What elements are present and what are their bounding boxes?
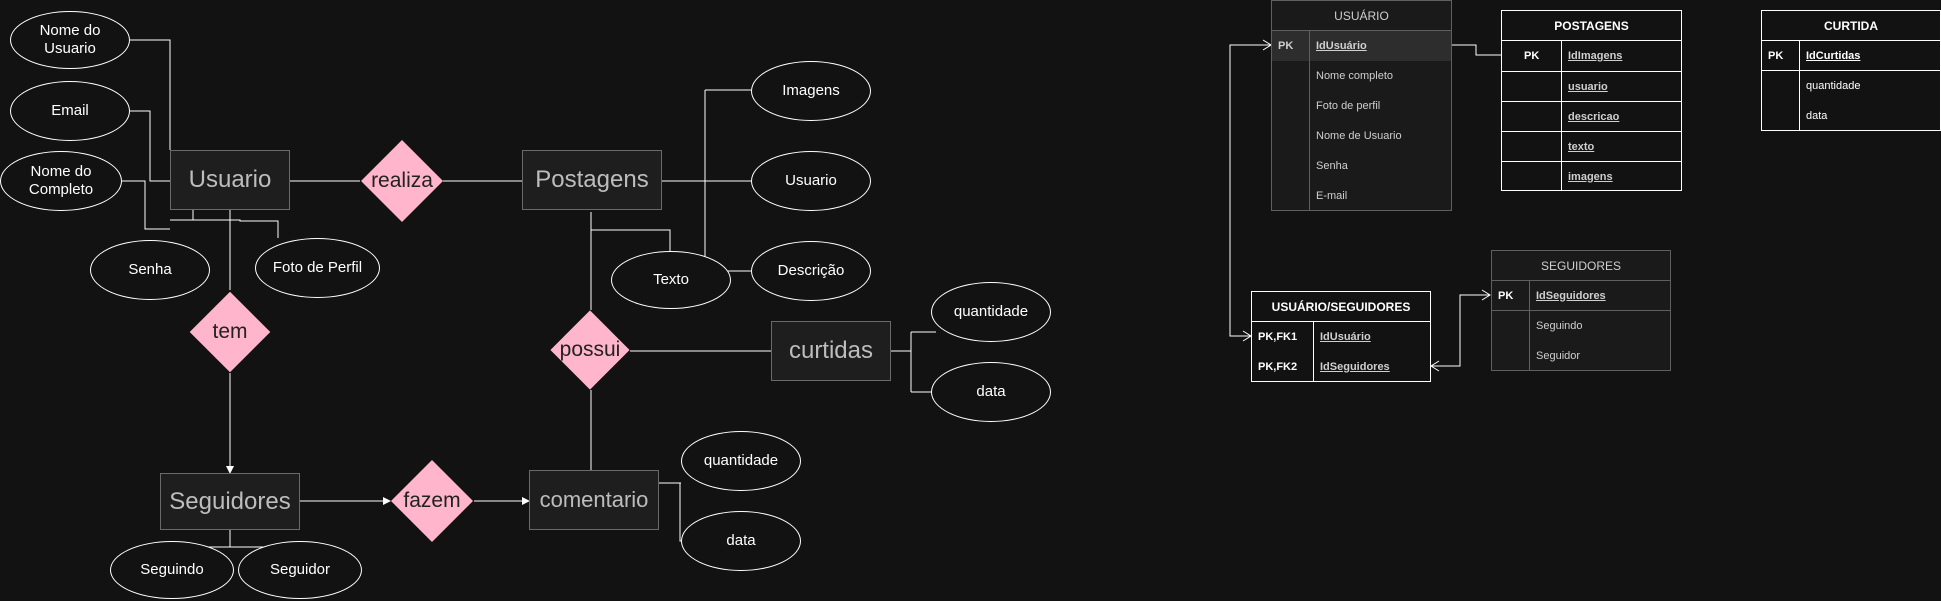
- entity-curtidas[interactable]: curtidas: [771, 321, 891, 381]
- field-cell: usuario: [1568, 80, 1608, 93]
- field-cell: descricao: [1568, 110, 1620, 123]
- attribute-texto[interactable]: Texto: [611, 251, 731, 309]
- attribute-seguindo[interactable]: Seguindo: [110, 541, 234, 599]
- key-cell: [1272, 121, 1310, 151]
- pk-field: IdUsuário: [1316, 40, 1367, 52]
- relationship-possui[interactable]: possui: [550, 310, 630, 390]
- table-row[interactable]: imagens: [1502, 161, 1681, 191]
- key-cell: PK,FK2: [1252, 352, 1314, 382]
- attribute-foto-de-perfil[interactable]: Foto de Perfil: [255, 238, 380, 298]
- field-cell: Senha: [1316, 160, 1348, 172]
- table-row-pk[interactable]: PK IdCurtidas: [1762, 41, 1940, 71]
- pk-label: PK: [1492, 281, 1530, 310]
- relationship-label: tem: [212, 319, 248, 343]
- table-title: USUÁRIO: [1272, 1, 1451, 31]
- table-row-pk[interactable]: PK IdImagens: [1502, 41, 1681, 71]
- table-seguidores[interactable]: SEGUIDORES PK IdSeguidores Seguindo Segu…: [1491, 250, 1671, 371]
- key-cell: [1272, 181, 1310, 211]
- relationship-label: fazem: [403, 489, 461, 512]
- table-row[interactable]: quantidade: [1762, 71, 1940, 101]
- attribute-nome-do-completo[interactable]: Nome do Completo: [0, 151, 122, 211]
- attribute-comentario-data[interactable]: data: [681, 511, 801, 571]
- field-cell: data: [1806, 110, 1828, 122]
- key-cell: [1272, 91, 1310, 121]
- table-row[interactable]: Seguidor: [1492, 341, 1670, 371]
- key-cell: [1502, 132, 1562, 161]
- relationship-realiza[interactable]: realiza: [360, 139, 444, 223]
- field-cell: Nome de Usuario: [1316, 130, 1402, 142]
- table-row[interactable]: Nome completo: [1272, 61, 1451, 91]
- table-row-pk[interactable]: PK IdSeguidores: [1492, 281, 1670, 311]
- attribute-curtidas-data[interactable]: data: [931, 362, 1051, 422]
- table-row[interactable]: PK,FK1 IdUsuário: [1252, 322, 1430, 352]
- relationship-label: possui: [559, 338, 621, 361]
- table-row[interactable]: usuario: [1502, 71, 1681, 101]
- entity-comentario[interactable]: comentario: [529, 470, 659, 530]
- table-row[interactable]: Senha: [1272, 151, 1451, 181]
- pk-label: PK: [1272, 31, 1310, 61]
- relationship-label: realiza: [371, 169, 433, 192]
- table-row[interactable]: data: [1762, 101, 1940, 131]
- key-cell: [1492, 311, 1530, 341]
- field-cell: E-mail: [1316, 190, 1348, 202]
- attribute-usuario[interactable]: Usuario: [751, 151, 871, 211]
- table-row[interactable]: Nome de Usuario: [1272, 121, 1451, 151]
- field-cell: IdSeguidores: [1320, 361, 1390, 373]
- field-cell: Nome completo: [1316, 70, 1394, 82]
- attribute-seguidor[interactable]: Seguidor: [238, 541, 362, 599]
- entity-postagens[interactable]: Postagens: [522, 150, 662, 210]
- attribute-descricao[interactable]: Descrição: [751, 241, 871, 301]
- pk-field: IdCurtidas: [1806, 49, 1861, 62]
- field-cell: Seguidor: [1536, 350, 1581, 362]
- table-row[interactable]: Foto de perfil: [1272, 91, 1451, 121]
- table-title: POSTAGENS: [1502, 11, 1681, 41]
- field-cell: quantidade: [1806, 80, 1861, 92]
- table-title: SEGUIDORES: [1492, 251, 1670, 281]
- field-cell: texto: [1568, 140, 1595, 153]
- field-cell: imagens: [1568, 170, 1613, 183]
- table-usuario[interactable]: USUÁRIO PK IdUsuário Nome completo Foto …: [1271, 0, 1452, 211]
- attribute-nome-do-usuario[interactable]: Nome do Usuario: [10, 11, 130, 69]
- key-cell: [1492, 341, 1530, 371]
- attribute-senha[interactable]: Senha: [90, 240, 210, 300]
- table-row[interactable]: E-mail: [1272, 181, 1451, 211]
- key-cell: PK,FK1: [1252, 322, 1314, 352]
- field-cell: Foto de perfil: [1316, 100, 1381, 112]
- attribute-imagens[interactable]: Imagens: [751, 61, 871, 121]
- attribute-comentario-quantidade[interactable]: quantidade: [681, 431, 801, 491]
- attribute-curtidas-quantidade[interactable]: quantidade: [931, 282, 1051, 342]
- key-cell: [1762, 71, 1800, 101]
- pk-label: PK: [1762, 41, 1800, 70]
- table-postagens[interactable]: POSTAGENS PK IdImagens usuario descricao…: [1501, 10, 1682, 191]
- key-cell: [1502, 102, 1562, 131]
- table-row[interactable]: PK,FK2 IdSeguidores: [1252, 352, 1430, 382]
- key-cell: [1502, 162, 1562, 191]
- table-row[interactable]: Seguindo: [1492, 311, 1670, 341]
- table-row-pk[interactable]: PK IdUsuário: [1272, 31, 1451, 61]
- entity-usuario[interactable]: Usuario: [170, 150, 290, 210]
- field-cell: IdUsuário: [1320, 331, 1371, 343]
- pk-field: IdSeguidores: [1536, 289, 1606, 302]
- key-cell: [1502, 72, 1562, 101]
- table-title: CURTIDA: [1762, 11, 1940, 41]
- field-cell: IdImagens: [1568, 50, 1623, 62]
- table-row[interactable]: texto: [1502, 131, 1681, 161]
- table-curtida[interactable]: CURTIDA PK IdCurtidas quantidade data: [1761, 10, 1941, 131]
- table-usuario-seguidores[interactable]: USUÁRIO/SEGUIDORES PK,FK1 IdUsuário PK,F…: [1251, 291, 1431, 382]
- key-cell: [1762, 101, 1800, 131]
- table-row[interactable]: descricao: [1502, 101, 1681, 131]
- entity-seguidores[interactable]: Seguidores: [160, 473, 300, 530]
- field-cell: Seguindo: [1536, 320, 1583, 332]
- relationship-tem[interactable]: tem: [189, 290, 271, 373]
- attribute-email[interactable]: Email: [10, 81, 130, 141]
- key-cell: [1272, 151, 1310, 181]
- pk-label: PK: [1502, 41, 1562, 71]
- table-title: USUÁRIO/SEGUIDORES: [1252, 292, 1430, 322]
- relationship-fazem[interactable]: fazem: [390, 459, 474, 543]
- key-cell: [1272, 61, 1310, 91]
